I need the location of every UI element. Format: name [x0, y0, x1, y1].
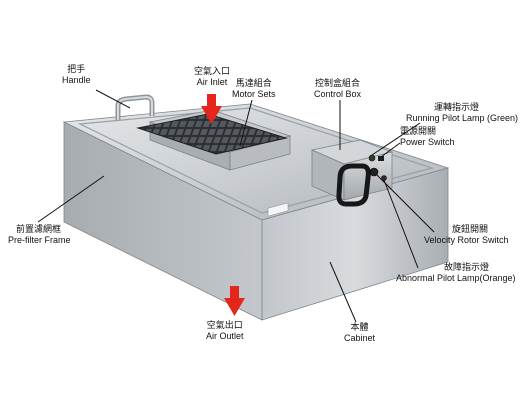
- motor-housing: [136, 109, 292, 171]
- label-cabinet: 本體 Cabinet: [344, 322, 375, 344]
- label-air-inlet: 空氣入口 Air Inlet: [194, 66, 230, 88]
- label-air-inlet-zh: 空氣入口: [194, 66, 231, 76]
- leader-lines: [37, 89, 435, 323]
- label-air-inlet-en: Air Inlet: [196, 77, 228, 87]
- leader-prefilter: [37, 175, 105, 223]
- leader-handle: [95, 89, 131, 109]
- label-motor-sets-en: Motor Sets: [232, 89, 276, 99]
- air-inlet-grille: [136, 113, 288, 155]
- label-prefilter-en: Pre-filter Frame: [8, 235, 71, 245]
- label-control-box: 控制盒組合 Control Box: [314, 78, 361, 100]
- label-motor-sets: 馬達組合 Motor Sets: [232, 78, 276, 100]
- label-running-lamp-en: Running Pilot Lamp (Green): [406, 113, 519, 123]
- running-lamp-shape: [368, 154, 376, 162]
- label-handle: 把手 Handle: [62, 64, 91, 86]
- label-air-outlet-en: Air Outlet: [206, 331, 244, 341]
- label-power-switch-zh: 電源開關: [400, 126, 437, 136]
- label-abnormal-lamp-zh: 故障指示燈: [444, 262, 490, 272]
- leader-cabinet: [329, 261, 357, 323]
- handle-shape: [115, 94, 155, 120]
- label-handle-en: Handle: [62, 75, 91, 85]
- label-control-box-en: Control Box: [314, 89, 362, 99]
- power-switch-shape: [378, 156, 384, 161]
- label-air-outlet: 空氣出口 Air Outlet: [206, 320, 244, 342]
- label-air-outlet-zh: 空氣出口: [206, 320, 243, 330]
- label-prefilter-zh: 前置濾網框: [16, 224, 62, 234]
- control-box-shape: [310, 139, 394, 207]
- label-power-switch: 電源開關 Power Switch: [400, 126, 455, 148]
- label-handle-zh: 把手: [67, 64, 86, 74]
- leader-power-switch: [380, 142, 401, 158]
- label-cabinet-en: Cabinet: [344, 333, 376, 343]
- label-cabinet-zh: 本體: [350, 322, 369, 332]
- label-abnormal-lamp: 故障指示燈 Abnormal Pilot Lamp(Orange): [396, 262, 516, 284]
- nameplate: [267, 202, 289, 217]
- label-motor-sets-zh: 馬達組合: [235, 78, 272, 88]
- label-rotor-switch-en: Velocity Rotor Switch: [424, 235, 509, 245]
- leader-abnormal-lamp: [383, 179, 419, 269]
- label-power-switch-en: Power Switch: [400, 137, 455, 147]
- label-running-lamp-zh: 運轉指示燈: [434, 102, 480, 112]
- label-control-box-zh: 控制盒組合: [315, 78, 361, 88]
- label-abnormal-lamp-en: Abnormal Pilot Lamp(Orange): [396, 273, 516, 283]
- air-inlet-arrow: [201, 94, 222, 124]
- air-outlet-arrow: [224, 286, 245, 316]
- label-rotor-switch: 旋鈕開關 Velocity Rotor Switch: [424, 224, 509, 246]
- label-prefilter: 前置濾網框 Pre-filter Frame: [8, 224, 71, 246]
- leader-running-lamp: [371, 122, 421, 156]
- leader-motor-sets: [239, 99, 253, 147]
- label-rotor-switch-zh: 旋鈕開關: [452, 224, 489, 234]
- control-box-grip: [336, 163, 371, 207]
- label-running-lamp: 運轉指示燈 Running Pilot Lamp (Green): [406, 102, 518, 124]
